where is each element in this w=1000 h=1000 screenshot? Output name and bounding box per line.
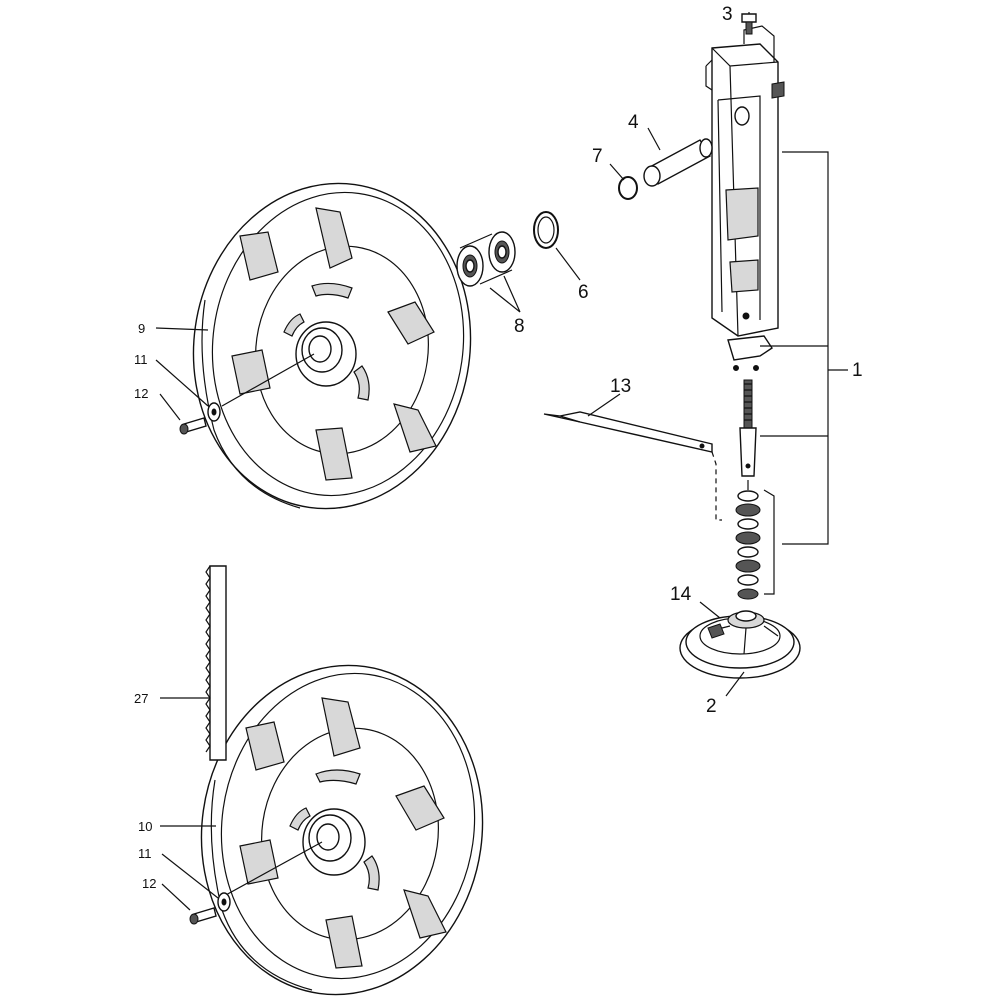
bearings bbox=[456, 231, 516, 287]
label-part-1: 1 bbox=[852, 360, 863, 381]
bracket-stack bbox=[763, 489, 775, 595]
label-part-2: 2 bbox=[706, 696, 717, 717]
handwheel bbox=[679, 610, 801, 679]
label-part-8: 8 bbox=[514, 316, 525, 337]
label-part-27: 27 bbox=[134, 691, 148, 706]
label-part-14: 14 bbox=[670, 584, 692, 605]
label-part-13: 13 bbox=[610, 376, 631, 397]
pin-4 bbox=[643, 138, 713, 187]
label-part-4: 4 bbox=[628, 112, 639, 133]
leader-lines bbox=[155, 12, 750, 911]
label-part-7: 7 bbox=[592, 146, 603, 167]
threaded-shaft bbox=[739, 379, 757, 477]
label-part-6: 6 bbox=[578, 282, 589, 303]
bolt-3 bbox=[741, 13, 757, 35]
label-part-11-upper: 11 bbox=[134, 352, 148, 367]
assembly-bracket-1 bbox=[760, 151, 848, 545]
circlip-6 bbox=[533, 211, 559, 249]
lower-wheel bbox=[200, 664, 484, 996]
label-part-3: 3 bbox=[722, 4, 733, 25]
label-part-12-upper: 12 bbox=[134, 386, 148, 401]
guide-post bbox=[705, 25, 785, 371]
clip-7 bbox=[618, 176, 638, 200]
label-part-9: 9 bbox=[138, 321, 145, 336]
saw-blade bbox=[205, 565, 227, 761]
washer-stack bbox=[735, 480, 761, 600]
lower-wheel-slots bbox=[239, 697, 447, 969]
label-part-12-lower: 12 bbox=[142, 876, 156, 891]
label-part-10: 10 bbox=[138, 819, 152, 834]
upper-washer-bolt bbox=[179, 402, 221, 435]
lower-washer-bolt bbox=[189, 892, 231, 925]
rod-13 bbox=[543, 411, 722, 521]
upper-wheel bbox=[192, 182, 472, 510]
label-part-11-lower: 11 bbox=[138, 846, 152, 861]
upper-wheel-slots bbox=[231, 207, 437, 481]
